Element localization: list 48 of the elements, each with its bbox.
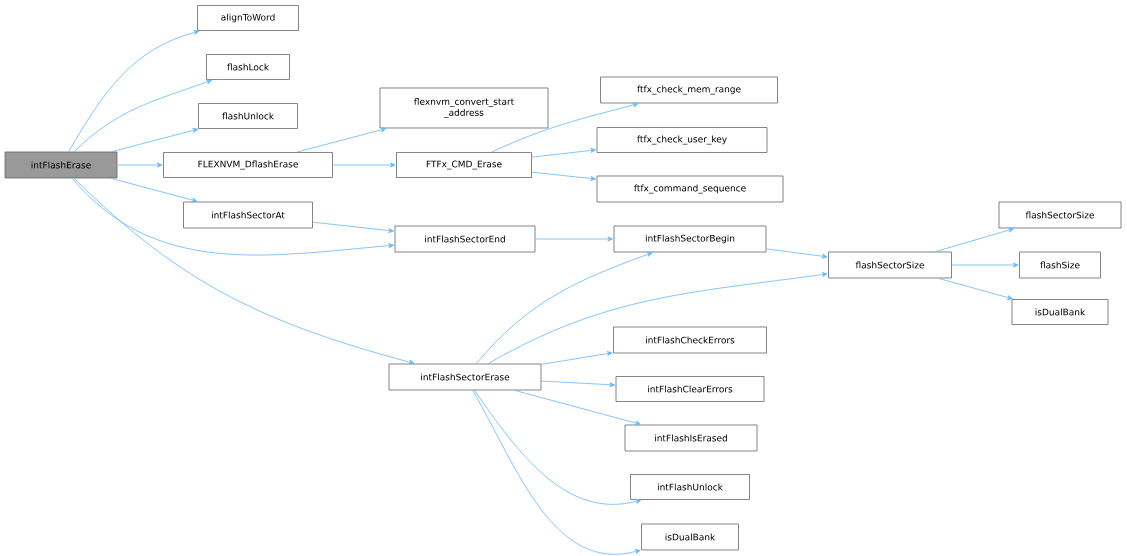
function-box: intFlashSectorBegin (613, 225, 767, 253)
function-box: flashLock (206, 54, 290, 80)
arrow (474, 390, 642, 505)
arrow (296, 127, 387, 153)
arrow (71, 178, 394, 256)
arrow (74, 178, 415, 365)
arrow (951, 262, 1019, 268)
arrow (514, 390, 641, 426)
arrow (531, 147, 596, 158)
arrow (332, 162, 396, 168)
function-box: intFlashIsErased (624, 424, 758, 452)
function-box: isDualBank (641, 523, 739, 551)
arrow (938, 278, 1013, 300)
arrow (766, 248, 828, 259)
function-box: alignToWord (197, 5, 299, 31)
function-box: isDualBank (1011, 299, 1109, 325)
function-box: intFlashClearErrors (615, 376, 765, 402)
function-box: FTFx_CMD_Erase (396, 152, 532, 178)
function-box: flashUnlock (198, 103, 298, 129)
function-box: intFlashUnlock (630, 474, 750, 500)
function-box: intFlashSectorAt (183, 201, 313, 229)
function-box: flashSectorSize (998, 201, 1122, 229)
function-box: FLEXNVM_DflashErase (163, 152, 333, 178)
function-box: flashSize (1019, 251, 1101, 279)
arrow (111, 127, 199, 152)
function-box: flexnvm_convert_start _address (379, 87, 549, 129)
function-box: intFlashSectorEnd (394, 225, 536, 253)
function-box: intFlashCheckErrors (613, 326, 767, 354)
arrow (117, 162, 163, 168)
arrow (531, 171, 596, 181)
arrow (68, 30, 200, 152)
arrow (491, 102, 639, 153)
function-box: intFlashSectorErase (388, 363, 542, 391)
arrow (535, 236, 613, 242)
function-box: ftfx_command_sequence (596, 175, 784, 203)
arrow (935, 227, 1014, 252)
function-box: ftfx_check_mem_range (600, 76, 778, 104)
arrow (541, 351, 613, 365)
arrow (487, 272, 828, 364)
function-box: flashSectorSize (828, 251, 952, 279)
arrow (541, 380, 615, 388)
arrow (74, 79, 212, 152)
function-box: ftfx_check_user_key (596, 127, 768, 153)
arrow (312, 221, 394, 233)
arrow (475, 252, 653, 364)
arrow (472, 390, 641, 555)
arrow (110, 178, 198, 203)
function-box: intFlashErase (4, 151, 118, 179)
